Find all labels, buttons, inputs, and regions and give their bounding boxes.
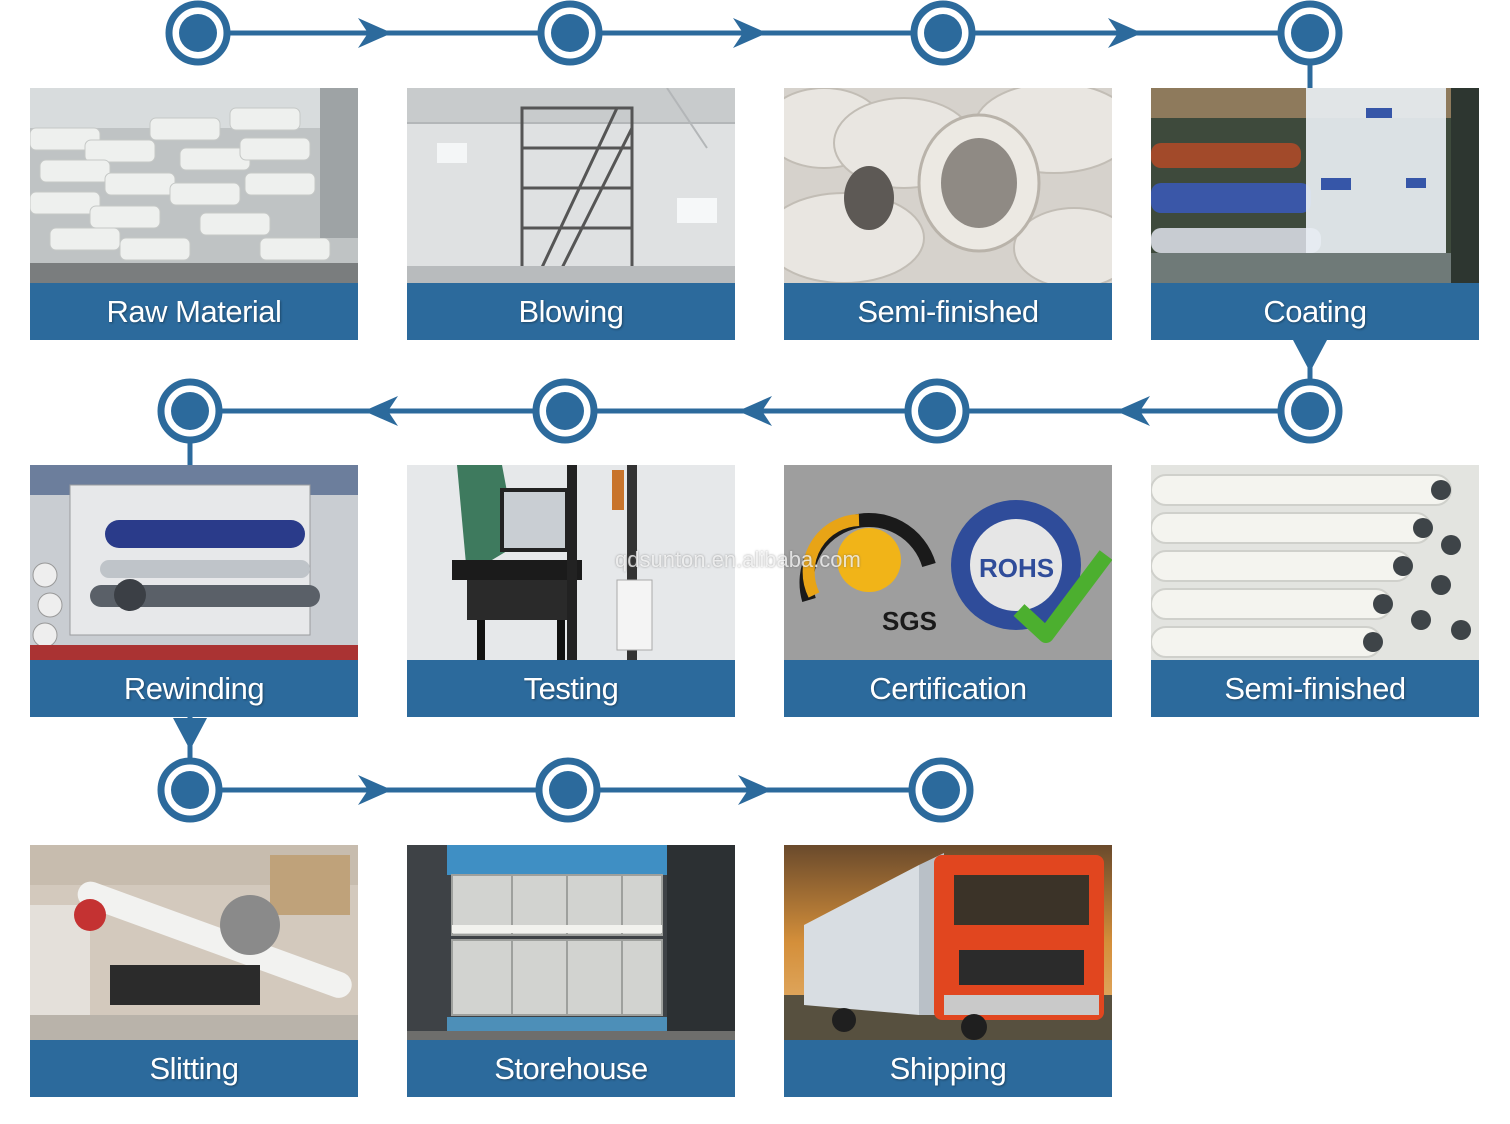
step-node-dot: [551, 14, 589, 52]
step-card-certification: SGS ROHS Certification: [784, 465, 1112, 717]
step-label: Semi-finished: [784, 283, 1112, 340]
arrow-left-icon: [738, 396, 772, 426]
step-card-raw-material: Raw Material: [30, 88, 358, 340]
step-label: Blowing: [407, 283, 735, 340]
step-node-dot: [171, 392, 209, 430]
step-node-dot: [924, 14, 962, 52]
arrow-right-icon: [738, 775, 772, 805]
step-label: Certification: [784, 660, 1112, 717]
step-card-slitting: Slitting: [30, 845, 358, 1097]
step-card-shipping: Shipping: [784, 845, 1112, 1097]
arrow-left-icon: [364, 396, 398, 426]
step-node-dot: [1291, 14, 1329, 52]
step-card-coating: Coating: [1151, 88, 1479, 340]
watermark-text: qdsunton.en.alibaba.com: [615, 547, 861, 572]
step-label: Raw Material: [30, 283, 358, 340]
step-card-testing: Testing: [407, 465, 735, 717]
step-label: Storehouse: [407, 1040, 735, 1097]
step-label: Slitting: [30, 1040, 358, 1097]
step-label: Shipping: [784, 1040, 1112, 1097]
step-card-semi-finished-1: Semi-finished: [784, 88, 1112, 340]
step-label: Semi-finished: [1151, 660, 1479, 717]
arrow-right-icon: [358, 775, 392, 805]
step-card-rewinding: Rewinding: [30, 465, 358, 717]
arrow-down-icon: [173, 718, 207, 750]
truck-shipping-photo: [784, 845, 1112, 1040]
step-label: Testing: [407, 660, 735, 717]
sgs-rohs-logos: SGS ROHS: [784, 465, 1112, 660]
step-label: Coating: [1151, 283, 1479, 340]
step-card-semi-finished-2: Semi-finished: [1151, 465, 1479, 717]
step-node-dot: [922, 771, 960, 809]
svg-text:ROHS: ROHS: [979, 553, 1054, 583]
rewinding-machine-photo: [30, 465, 358, 660]
arrow-right-icon: [358, 18, 392, 48]
testing-machine-photo: [407, 465, 735, 660]
white-film-rolls-photo: [1151, 465, 1479, 660]
raw-material-bags-photo: [30, 88, 358, 283]
svg-text:SGS: SGS: [882, 606, 937, 636]
step-node-dot: [171, 771, 209, 809]
coating-machine-photo: [1151, 88, 1479, 283]
film-blowing-tower-photo: [407, 88, 735, 283]
step-card-storehouse: Storehouse: [407, 845, 735, 1097]
arrow-down-icon: [1293, 340, 1327, 372]
step-node-dot: [918, 392, 956, 430]
step-label: Rewinding: [30, 660, 358, 717]
film-rolls-photo: [784, 88, 1112, 283]
pallet-storehouse-photo: [407, 845, 735, 1040]
arrow-right-icon: [733, 18, 767, 48]
step-card-blowing: Blowing: [407, 88, 735, 340]
step-node-dot: [179, 14, 217, 52]
arrow-left-icon: [1116, 396, 1150, 426]
slitting-machine-photo: [30, 845, 358, 1040]
step-node-dot: [546, 392, 584, 430]
step-node-dot: [549, 771, 587, 809]
step-node-dot: [1291, 392, 1329, 430]
arrow-right-icon: [1108, 18, 1142, 48]
